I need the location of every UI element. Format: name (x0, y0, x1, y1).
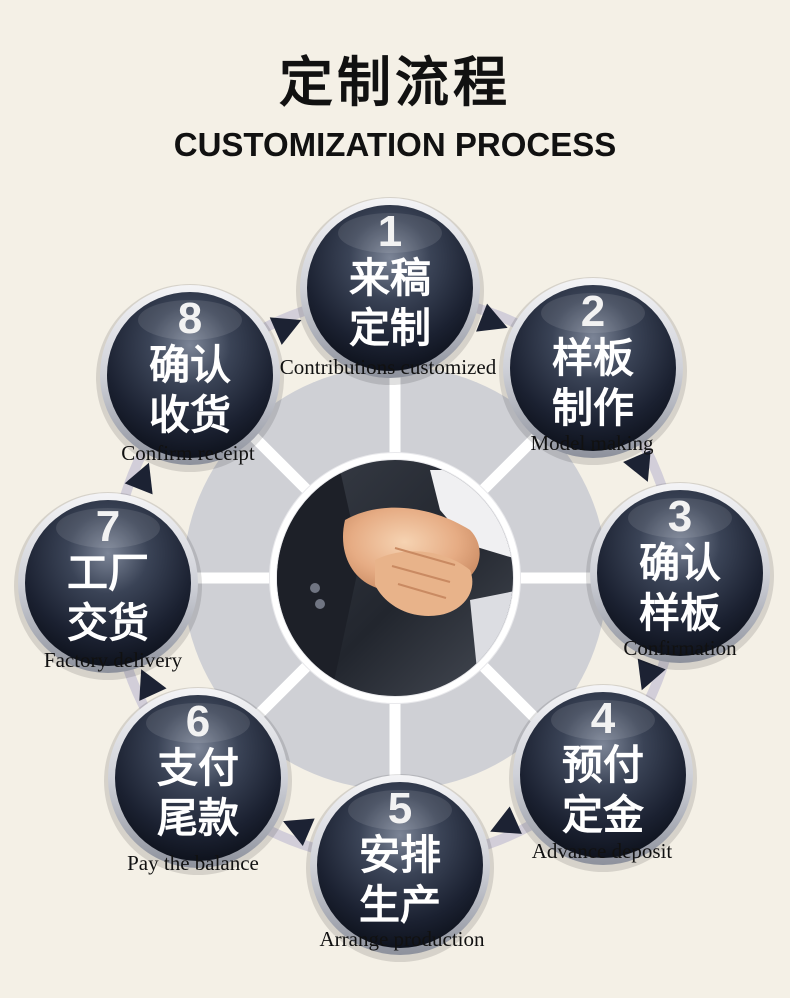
step-title-line2: 交货 (67, 599, 149, 647)
step-ball (510, 285, 676, 451)
flow-arrow (139, 669, 167, 701)
step-caption: Confirmation (623, 636, 737, 660)
step-title-line2: 定制 (349, 304, 431, 352)
step-title-line1: 预付 (562, 741, 644, 789)
step-ball (25, 500, 191, 666)
step-ball (597, 490, 763, 656)
page-subtitle: CUSTOMIZATION PROCESS (173, 126, 617, 163)
hub-spoke (475, 658, 549, 732)
step-caption: Arrange production (319, 927, 485, 951)
flow-arrow (269, 317, 302, 345)
step-title-line1: 安排 (359, 831, 441, 879)
step-number: 6 (186, 697, 210, 746)
flow-arrows (124, 303, 666, 847)
step-title-line1: 工厂 (67, 549, 149, 597)
step-number: 7 (96, 502, 120, 551)
step-title-line1: 确认 (639, 539, 721, 587)
hub-spoke (241, 424, 315, 498)
flow-arrow (637, 658, 666, 691)
flow-arrow (283, 818, 315, 847)
step-title-line2: 样板 (639, 589, 721, 637)
step-number: 1 (378, 207, 402, 256)
step-title-line1: 来稿 (349, 254, 431, 302)
step-title-line2: 尾款 (157, 794, 239, 842)
step-title-line2: 定金 (562, 791, 645, 839)
flow-arrow (476, 303, 508, 332)
step-ball (317, 782, 483, 948)
page-title: 定制流程 (279, 51, 511, 114)
step-title-line2: 生产 (359, 881, 441, 929)
handshake-photo (269, 452, 521, 704)
step-ball (307, 205, 473, 371)
flow-arrow (490, 806, 522, 834)
step-caption: Pay the balance (127, 851, 259, 875)
step-caption: Contributions customized (280, 355, 497, 379)
step-number: 4 (591, 694, 616, 743)
step-ball (520, 692, 686, 858)
step-number: 3 (668, 492, 692, 541)
step-number: 2 (581, 287, 605, 336)
step-caption: Advance deposit (532, 839, 673, 863)
step-title-line1: 确认 (149, 341, 231, 389)
step-title-line2: 制作 (552, 384, 634, 432)
step-number: 8 (178, 294, 202, 343)
step-number: 5 (388, 784, 412, 833)
step-title-line2: 收货 (149, 391, 231, 439)
step-title-line1: 样板 (552, 334, 634, 382)
flow-arrow (124, 462, 153, 495)
step-title-line1: 支付 (157, 744, 239, 792)
step-caption: Factory delivery (44, 648, 183, 672)
step-caption: Model making (530, 431, 654, 455)
step-caption: Confirm receipt (121, 441, 255, 465)
hub-spoke (475, 424, 549, 498)
step-ball (115, 695, 281, 861)
step-ball (107, 292, 273, 458)
flow-arrow (623, 450, 651, 482)
